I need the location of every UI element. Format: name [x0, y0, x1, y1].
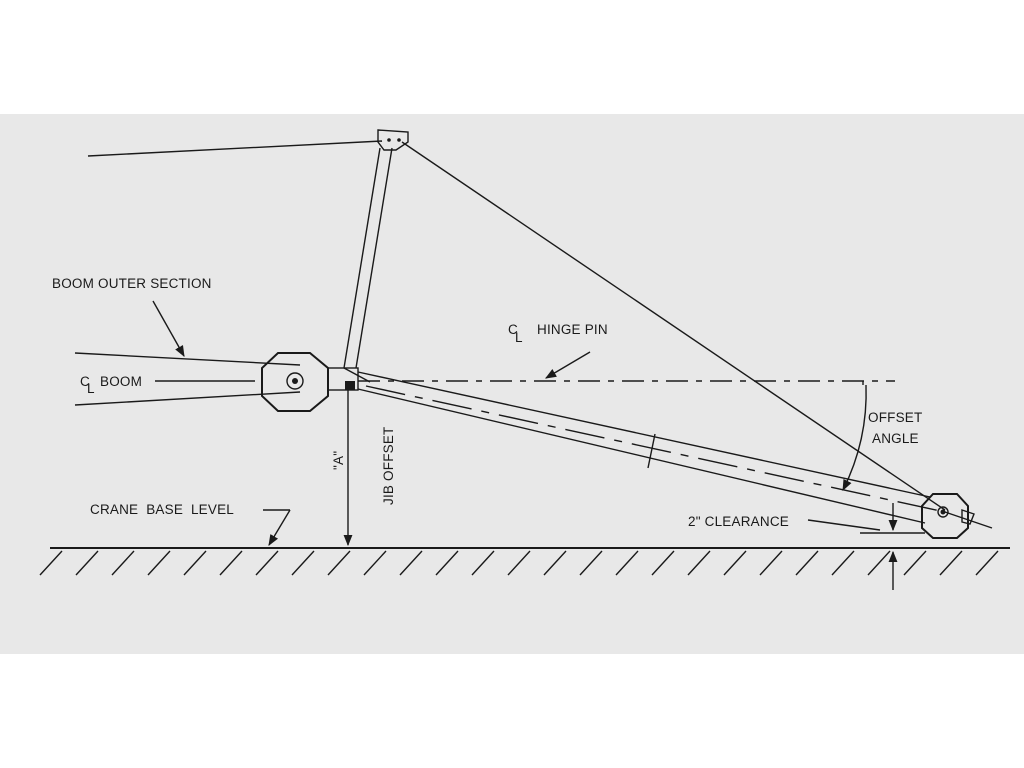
ground-hatch-mark	[723, 550, 747, 576]
svg-text:HINGE PIN: HINGE PIN	[537, 322, 608, 337]
ground-hatch-mark	[39, 550, 63, 576]
mast-top-fitting	[377, 129, 409, 151]
ground-hatch-mark	[399, 550, 423, 576]
ground-hatch-mark	[147, 550, 171, 576]
boom-outer-section-leader	[152, 300, 185, 357]
ground-hatch-mark	[255, 550, 279, 576]
svg-text:C: C	[80, 374, 90, 389]
label-cl-hinge-pin: C L HINGE PIN	[508, 322, 608, 345]
jib-mast	[343, 147, 393, 383]
ground-line	[39, 547, 1010, 576]
label-dimension-a: "A"	[331, 451, 346, 470]
hinge-pin-leader	[545, 351, 591, 379]
hinge-bracket	[327, 367, 359, 391]
label-crane-base-level: CRANE BASE LEVEL	[90, 502, 234, 517]
ground-hatch-mark	[795, 550, 819, 576]
ground-hatch-mark	[507, 550, 531, 576]
ground-hatch-mark	[579, 550, 603, 576]
ground-hatch-mark	[291, 550, 315, 576]
svg-text:L: L	[515, 330, 523, 345]
ground-hatch-mark	[327, 550, 351, 576]
label-cl-boom: C L BOOM	[80, 374, 142, 396]
svg-text:L: L	[87, 381, 95, 396]
ground-hatch-mark	[363, 550, 387, 576]
ground-hatch-mark	[471, 550, 495, 576]
ground-hatch-mark	[867, 550, 891, 576]
label-clearance: 2" CLEARANCE	[688, 514, 789, 529]
ground-hatch-mark	[543, 550, 567, 576]
ground-hatch-mark	[219, 550, 243, 576]
label-boom-outer-section: BOOM OUTER SECTION	[52, 276, 212, 291]
label-jib-offset: JIB OFFSET	[381, 426, 396, 505]
ground-hatch-mark	[75, 550, 99, 576]
ground-hatch-mark	[903, 550, 927, 576]
ground-hatch-mark	[651, 550, 675, 576]
offset-angle-arc	[842, 384, 867, 492]
ground-hatch-mark	[111, 550, 135, 576]
svg-text:BOOM: BOOM	[100, 374, 142, 389]
ground-hatch-mark	[615, 550, 639, 576]
clearance-dimension	[807, 503, 925, 590]
ground-hatch-mark	[939, 550, 963, 576]
ground-hatch-mark	[831, 550, 855, 576]
svg-text:C: C	[508, 322, 518, 337]
diagram-panel	[0, 114, 1024, 654]
jib-tip-sheave	[921, 493, 975, 539]
boom-head-sheave	[261, 352, 329, 412]
label-angle: ANGLE	[872, 431, 919, 446]
upper-cable	[87, 140, 383, 157]
ground-hatch-mark	[687, 550, 711, 576]
ground-hatch-mark	[183, 550, 207, 576]
ground-hatch-mark	[975, 550, 999, 576]
ground-hatch-mark	[435, 550, 459, 576]
ground-hatch-mark	[759, 550, 783, 576]
crane-base-leader	[268, 509, 291, 546]
jib-pennant-cable	[401, 141, 946, 511]
label-offset: OFFSET	[868, 410, 922, 425]
